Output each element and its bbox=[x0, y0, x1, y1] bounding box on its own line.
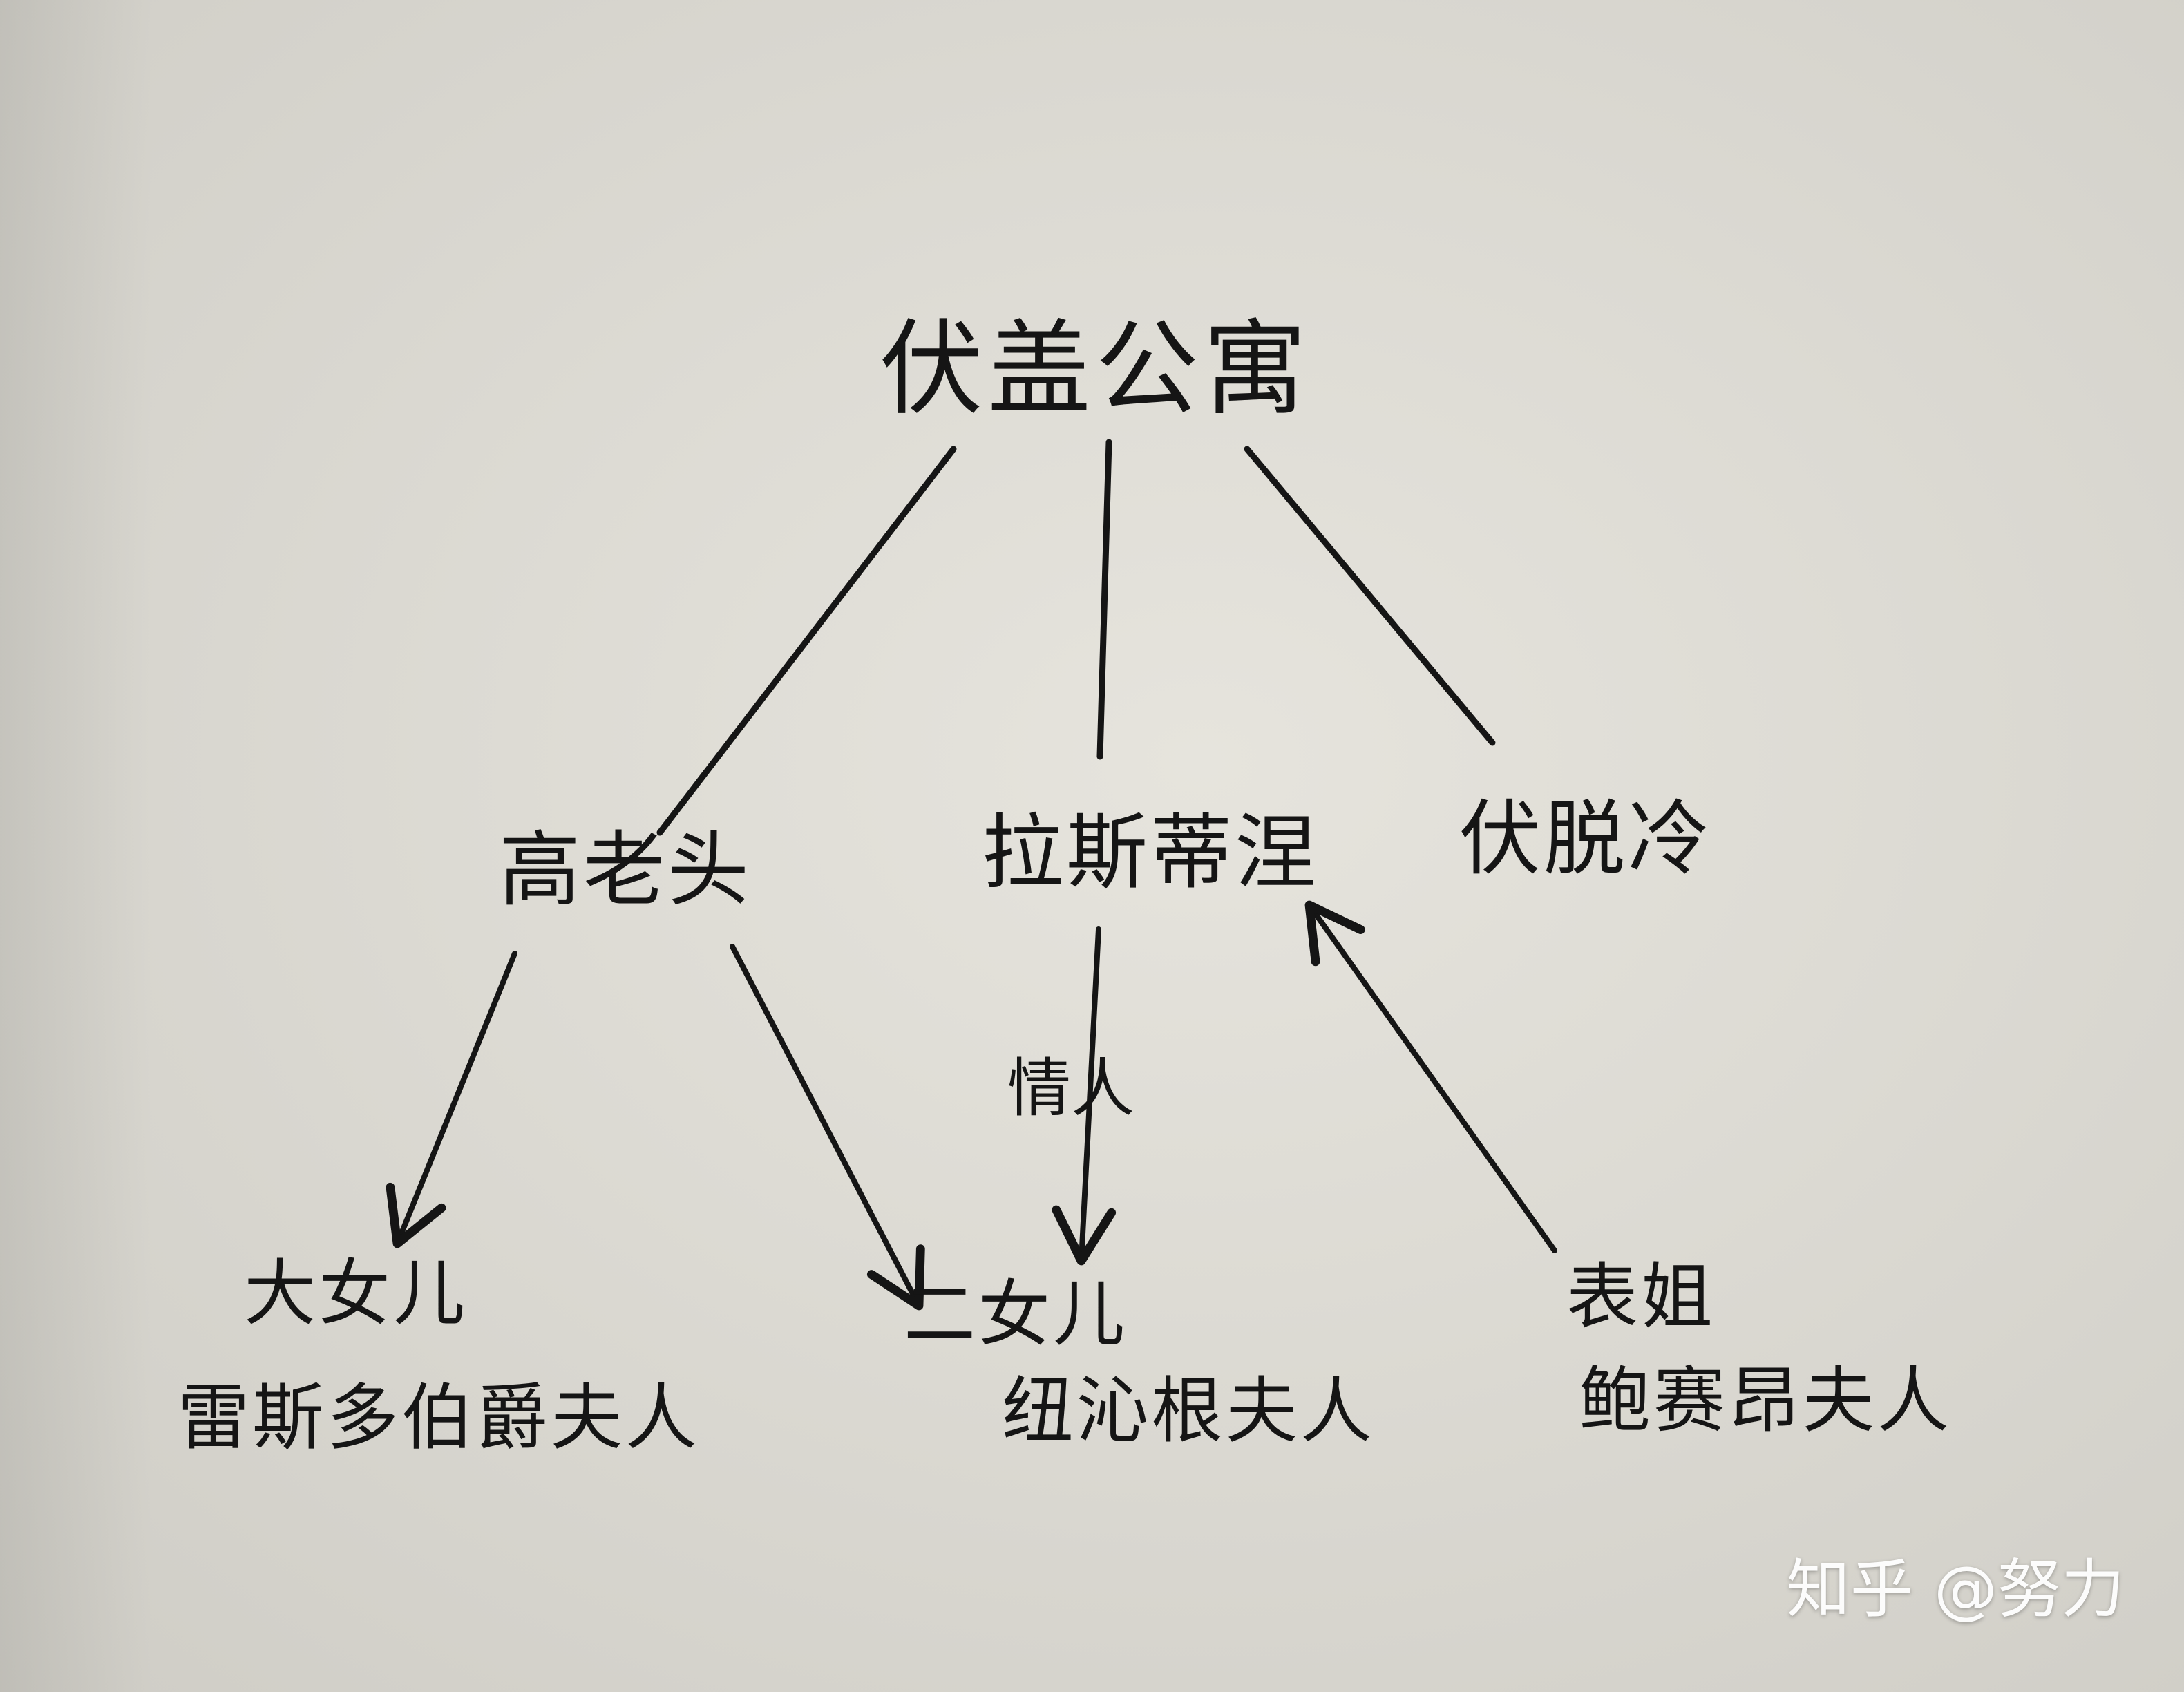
edge-root-to-gaolaotou bbox=[656, 446, 957, 836]
node-cousin-title: 鲍赛昂夫人 bbox=[1578, 1358, 1953, 1443]
edge-gaolaotou-to-elder-daughter bbox=[386, 951, 517, 1248]
node-elder-daughter-title: 雷斯多伯爵夫人 bbox=[177, 1376, 701, 1460]
node-futuoleng: 伏脱冷 bbox=[1459, 791, 1713, 886]
edge-label-lover: 情人 bbox=[1007, 1052, 1135, 1125]
edge-gaolaotou-to-younger-daughter bbox=[730, 944, 925, 1311]
node-gaolaotou: 高老头 bbox=[498, 822, 752, 918]
edge-lasidinie-to-younger-daughter bbox=[1052, 926, 1117, 1266]
node-lasidinie: 拉斯蒂涅 bbox=[981, 805, 1320, 900]
paper-shadow bbox=[0, 0, 152, 1692]
node-younger-daughter-title: 纽沁根夫人 bbox=[1001, 1369, 1376, 1453]
node-cousin: 表姐 bbox=[1566, 1255, 1716, 1339]
node-younger-daughter: 二女儿 bbox=[903, 1272, 1128, 1356]
node-root: 伏盖公寓 bbox=[879, 310, 1311, 430]
edge-root-to-lasidinie bbox=[1096, 439, 1112, 760]
zhihu-watermark: 知乎 @努力 bbox=[1786, 1552, 2125, 1626]
edge-root-to-futuoleng bbox=[1244, 446, 1496, 746]
edge-cousin-to-lasidinie bbox=[1304, 900, 1557, 1253]
node-elder-daughter: 大女儿 bbox=[243, 1251, 468, 1335]
